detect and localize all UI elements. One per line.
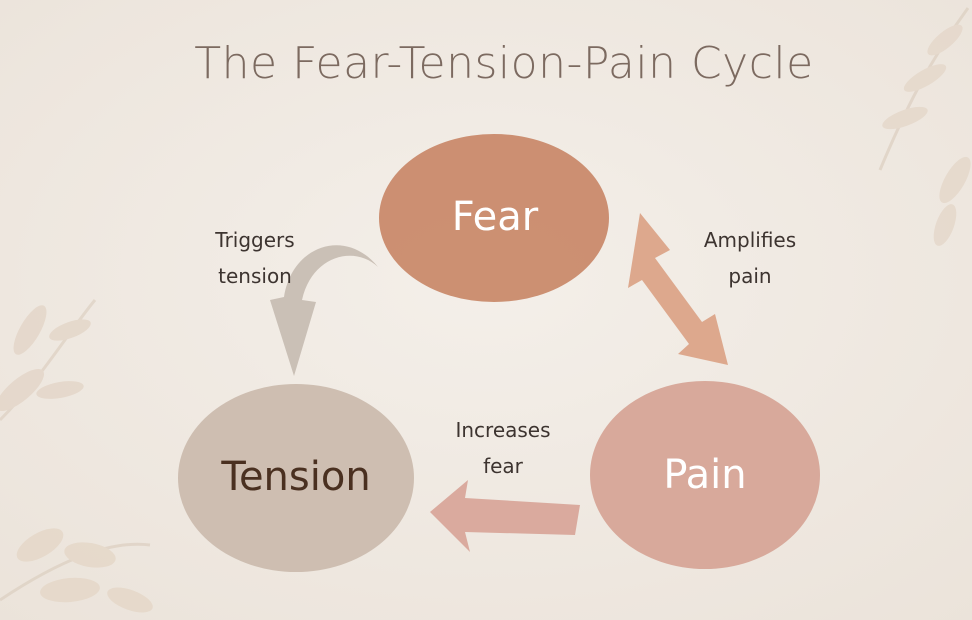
edge-label-line: pain: [728, 264, 772, 288]
arrow-fear-pain-bidirectional: [628, 213, 728, 365]
arrow-pain-to-tension: [430, 480, 580, 552]
edge-label-line: Increases: [455, 418, 551, 442]
edge-label-line: Triggers: [215, 228, 295, 252]
node-pain-label: Pain: [663, 452, 747, 498]
edge-label-line: tension: [218, 264, 292, 288]
edge-label-increases-fear: Increases fear: [428, 412, 578, 484]
leaf-decoration-bottom-left: [0, 528, 153, 613]
edge-label-triggers-tension: Triggers tension: [180, 222, 330, 294]
edge-label-line: fear: [483, 454, 523, 478]
node-fear-label: Fear: [451, 194, 539, 240]
node-pain: [590, 381, 820, 569]
diagram-title: The Fear-Tension-Pain Cycle: [194, 38, 814, 89]
node-tension: [178, 384, 414, 572]
node-fear: [379, 134, 609, 302]
node-tension-label: Tension: [221, 454, 371, 500]
edge-label-line: Amplifies: [703, 228, 797, 252]
leaf-decoration-top-right: [878, 7, 971, 246]
arrow-fear-to-tension: [270, 245, 378, 376]
edge-label-amplifies-pain: Amplifies pain: [675, 222, 825, 294]
leaf-decoration-left: [0, 299, 97, 422]
